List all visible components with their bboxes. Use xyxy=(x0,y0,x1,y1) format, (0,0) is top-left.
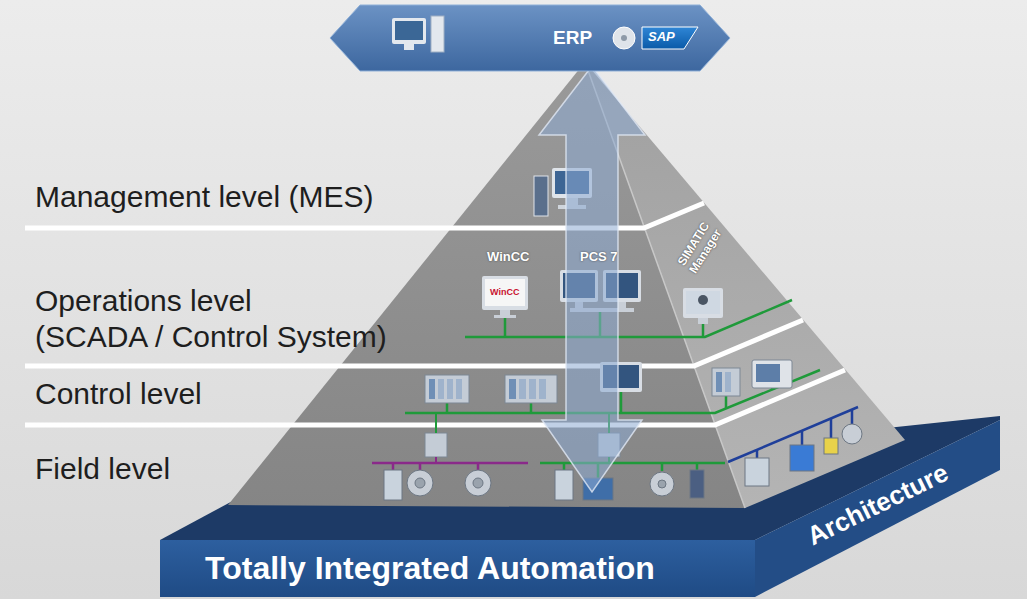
cd-icon xyxy=(613,27,635,49)
erp-hexagon: ERP SAP xyxy=(330,5,730,71)
ethernet-control-part xyxy=(620,392,623,413)
field-devices-part xyxy=(690,470,704,498)
base-slab: Totally Integrated AutomationArchitectur… xyxy=(155,415,1005,598)
control-devices-part xyxy=(438,379,444,399)
ethernet-control-part xyxy=(446,403,449,413)
erp-monitor-screen xyxy=(395,21,423,40)
field-devices-part xyxy=(650,472,674,496)
field-devices-part xyxy=(745,458,769,486)
fieldbus-lines-part xyxy=(392,463,395,470)
fieldbus-lines-part xyxy=(661,463,664,471)
fieldbus-lines-part xyxy=(696,463,699,470)
erp-tower xyxy=(431,16,444,52)
field-devices-part xyxy=(824,438,838,454)
cd-icon-hole xyxy=(621,35,627,41)
fieldbus-lines-part xyxy=(756,450,759,458)
field-devices-part xyxy=(415,478,425,488)
sap-logo: SAP xyxy=(642,27,698,49)
field-devices-part xyxy=(473,478,483,488)
fieldbus-lines-part xyxy=(851,410,854,424)
field-devices-part xyxy=(555,470,573,500)
ethernet-control-part xyxy=(530,403,533,413)
control-devices-part xyxy=(456,379,462,399)
platform-title: Totally Integrated Automation xyxy=(205,550,655,587)
control-devices-part xyxy=(716,372,722,392)
software-name: WinCC xyxy=(487,250,530,265)
logo-text: SAP xyxy=(648,30,675,45)
simatic-manager-monitor-part xyxy=(698,318,708,324)
fieldbus-lines-part xyxy=(477,463,480,470)
level-name: Operations level (SCADA / Control System… xyxy=(35,283,387,355)
control-devices-part xyxy=(425,375,469,403)
field-devices-part xyxy=(790,445,814,471)
field-devices-part xyxy=(465,470,491,496)
slab-front xyxy=(160,540,755,597)
wincc-monitor xyxy=(482,276,528,318)
control-devices-part xyxy=(429,379,435,399)
fieldbus-lines-part xyxy=(372,462,528,465)
data-flow-arrow xyxy=(539,66,645,492)
control-devices-part xyxy=(509,379,516,399)
fieldbus-lines-part xyxy=(419,463,422,470)
control-devices-part xyxy=(756,364,780,382)
field-devices-part xyxy=(842,424,862,444)
ethernet-operations-part xyxy=(504,318,507,337)
fieldbus-lines-part xyxy=(801,431,804,445)
control-devices-part xyxy=(539,379,546,399)
sap-logo-outline xyxy=(642,27,698,49)
field-devices-part xyxy=(658,480,666,488)
simatic-manager-monitor xyxy=(683,288,723,324)
simatic-manager-monitor-part xyxy=(686,291,720,314)
control-devices-part xyxy=(725,372,731,392)
control-devices-part xyxy=(447,379,453,399)
erp-monitor xyxy=(392,18,426,44)
fieldbus-lines-part xyxy=(563,463,566,470)
software-name: PCS 7 xyxy=(580,250,618,265)
hexagon-outline xyxy=(330,5,730,71)
simatic-manager-monitor-part xyxy=(683,288,723,318)
system-name: ERP xyxy=(553,27,592,49)
wincc-monitor-part xyxy=(494,315,516,318)
wincc-monitor-part xyxy=(500,310,510,315)
field-controllers-part xyxy=(425,433,447,457)
control-devices-part xyxy=(519,379,526,399)
control-devices-part xyxy=(752,360,792,388)
screen-text: WinCC xyxy=(490,287,519,297)
control-devices-part xyxy=(529,379,536,399)
ethernet-operations-part xyxy=(702,324,705,337)
pcs7-monitors-part xyxy=(618,302,626,308)
level-separator xyxy=(25,203,845,425)
wincc-monitor-part xyxy=(482,276,528,310)
wincc-monitor-part xyxy=(485,279,525,306)
level-name: Control level xyxy=(35,377,202,412)
level-name: Field level xyxy=(35,452,170,487)
mes-computer-part xyxy=(534,176,548,216)
fieldbus-lines-part xyxy=(830,418,833,438)
control-devices-part xyxy=(712,368,740,396)
level-name: Management level (MES) xyxy=(35,180,373,215)
field-devices-part xyxy=(384,470,402,500)
slab-side xyxy=(755,420,1000,597)
control-devices-part xyxy=(505,375,557,403)
erp-monitor-stand xyxy=(404,44,414,50)
field-devices-part xyxy=(407,470,433,496)
simatic-manager-monitor-part xyxy=(698,295,708,305)
field-controllers-part xyxy=(435,413,437,433)
ethernet-control-part xyxy=(725,396,728,408)
